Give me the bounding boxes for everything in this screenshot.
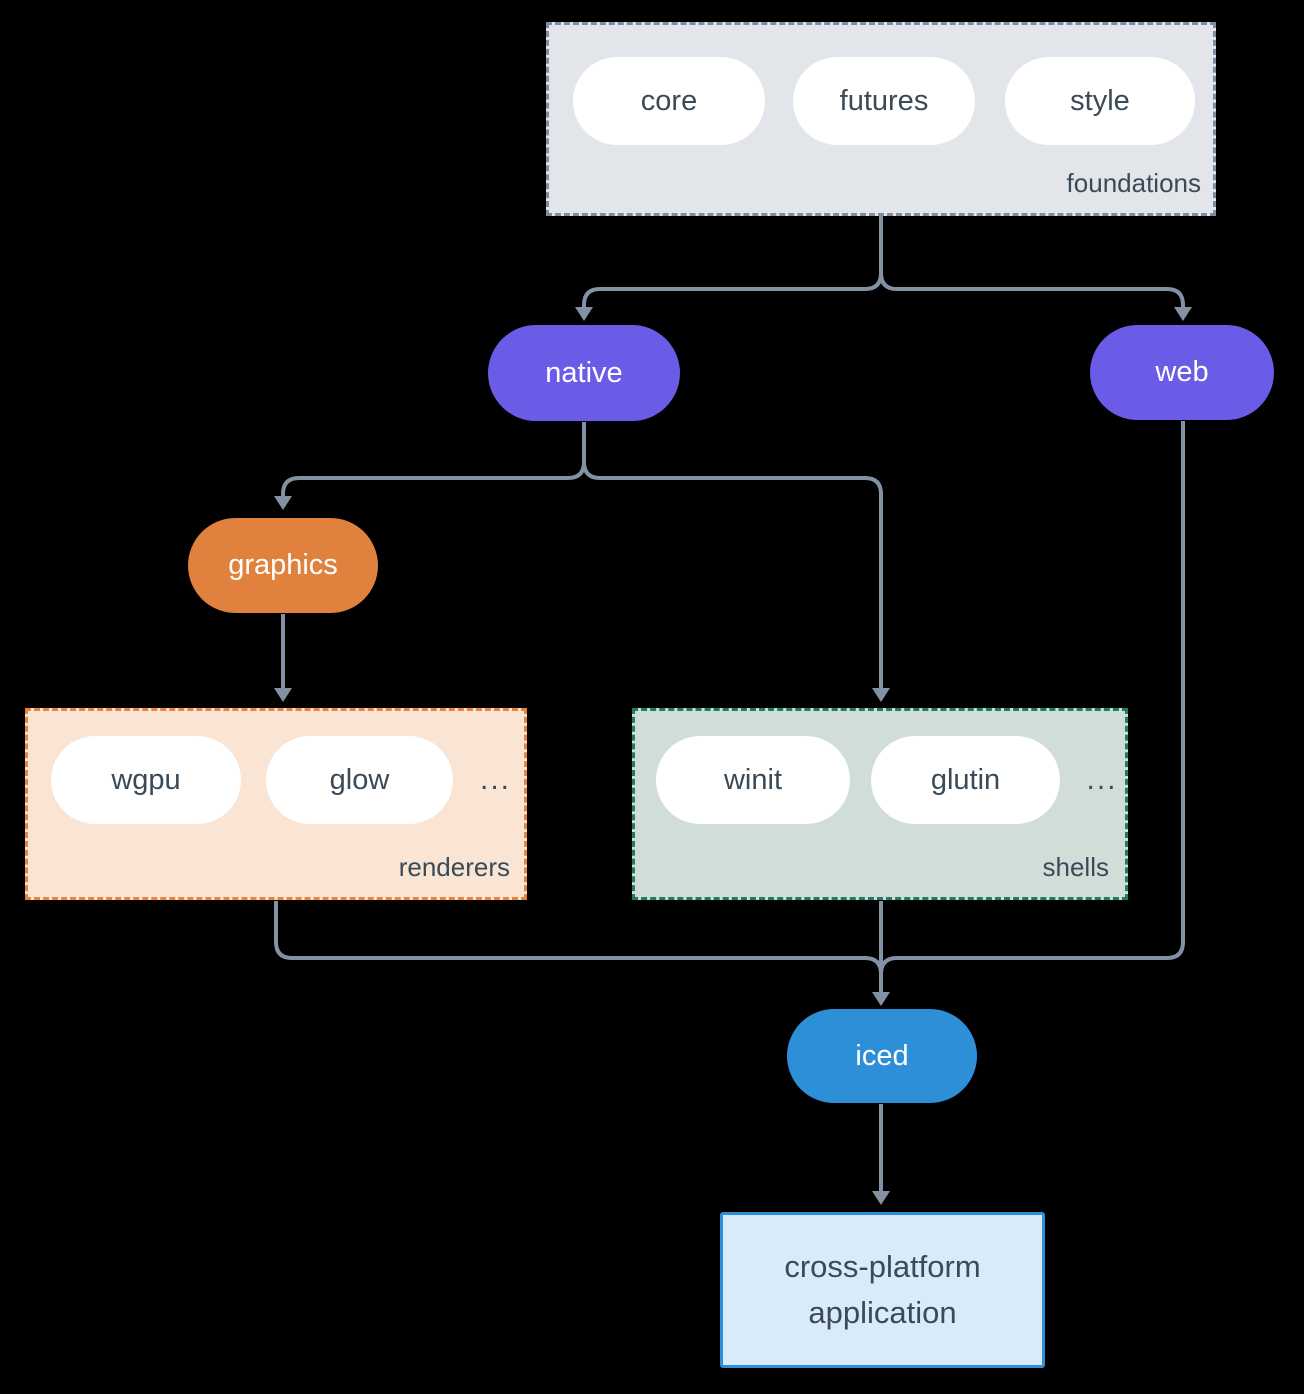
node-futures-label: futures bbox=[839, 84, 929, 117]
node-style: style bbox=[1005, 57, 1195, 145]
node-iced: iced bbox=[787, 1009, 977, 1103]
node-core-label: core bbox=[640, 84, 698, 117]
group-renderers: wgpu glow ... renderers bbox=[25, 708, 527, 900]
edge-native-to-graphics bbox=[281, 461, 586, 496]
node-winit: winit bbox=[656, 736, 850, 824]
renderers-group-label: renderers bbox=[398, 852, 510, 882]
arrowhead-graphics bbox=[274, 496, 292, 510]
node-iced-label: iced bbox=[855, 1039, 909, 1072]
group-shells: winit glutin ... shells bbox=[632, 708, 1128, 900]
node-graphics: graphics bbox=[188, 518, 378, 613]
group-foundations: core futures style foundations bbox=[546, 22, 1216, 216]
node-glutin: glutin bbox=[871, 736, 1060, 824]
node-core: core bbox=[573, 57, 765, 145]
node-glow-label: glow bbox=[329, 763, 390, 796]
node-native-label: native bbox=[545, 356, 623, 389]
node-glutin-label: glutin bbox=[930, 763, 1001, 796]
renderers-ellipsis: ... bbox=[479, 763, 511, 796]
node-wgpu-label: wgpu bbox=[111, 763, 181, 796]
node-futures: futures bbox=[793, 57, 975, 145]
node-winit-label: winit bbox=[723, 763, 782, 796]
edge-renderers-to-iced bbox=[274, 901, 883, 975]
node-native: native bbox=[488, 325, 680, 421]
foundations-group-label: foundations bbox=[1066, 168, 1201, 198]
arrowhead-iced bbox=[872, 992, 890, 1006]
node-style-label: style bbox=[1070, 84, 1130, 117]
shells-ellipsis: ... bbox=[1086, 763, 1118, 796]
node-web: web bbox=[1090, 325, 1274, 420]
node-application-label: cross-platform application bbox=[784, 1248, 981, 1331]
node-graphics-label: graphics bbox=[228, 549, 338, 581]
arrowhead-web bbox=[1174, 307, 1192, 321]
arrowhead-native bbox=[575, 307, 593, 321]
node-glow: glow bbox=[266, 736, 453, 824]
arrowhead-application bbox=[872, 1191, 890, 1205]
node-application: cross-platform application bbox=[720, 1212, 1045, 1368]
arrowhead-renderers bbox=[274, 688, 292, 702]
edge-foundations-to-web bbox=[879, 272, 1185, 307]
edge-native-to-shells bbox=[582, 461, 883, 688]
node-wgpu: wgpu bbox=[51, 736, 241, 824]
arrowhead-shells bbox=[872, 688, 890, 702]
shells-group-label: shells bbox=[1042, 852, 1109, 882]
node-web-label: web bbox=[1155, 356, 1209, 388]
edge-foundations-to-native bbox=[582, 272, 883, 307]
